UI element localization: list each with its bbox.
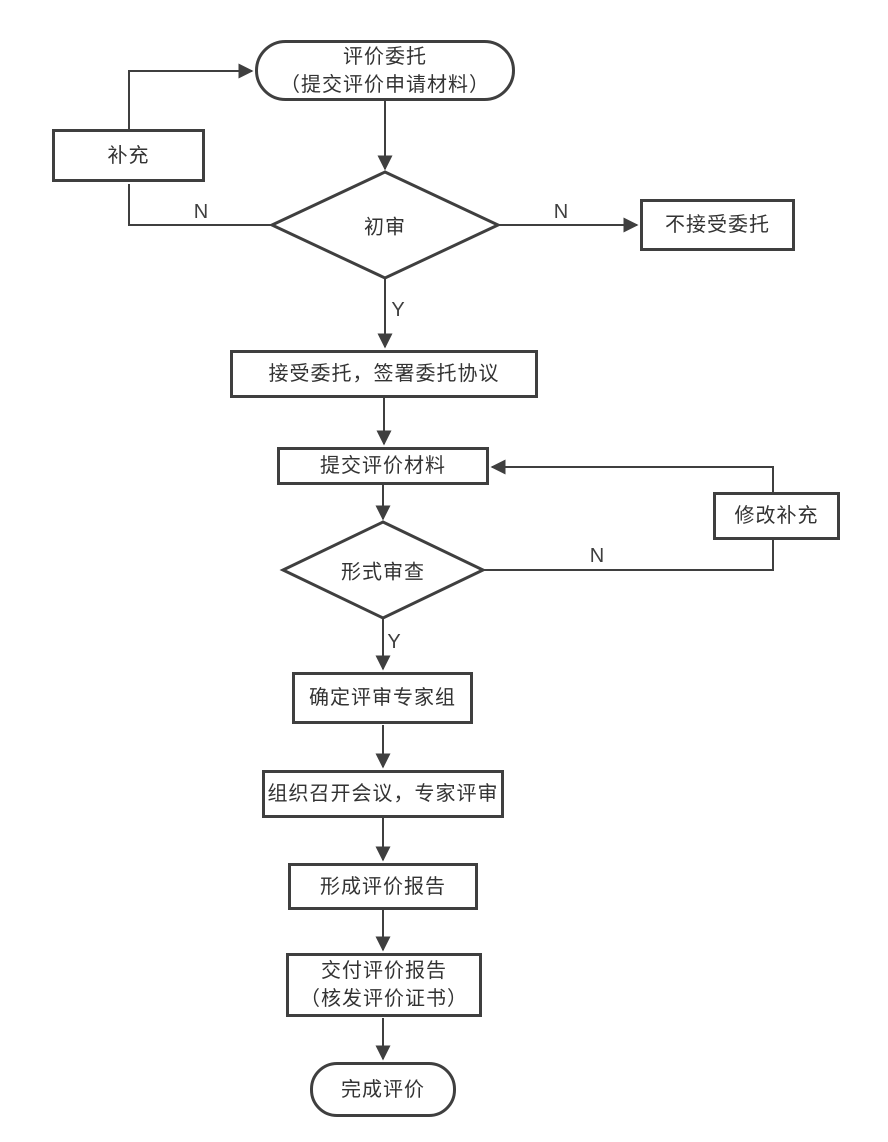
node-review-meeting-label: 组织召开会议，专家评审 — [267, 783, 499, 805]
node-expert-panel: 确定评审专家组 — [292, 672, 473, 724]
node-form-report: 形成评价报告 — [288, 863, 478, 910]
node-deliver-report: 交付评价报告 （核发评价证书） — [286, 953, 482, 1017]
node-start-line1: 评价委托 — [343, 45, 427, 68]
node-reject-label: 不接受委托 — [665, 214, 770, 236]
node-expert-panel-label: 确定评审专家组 — [309, 687, 456, 709]
edge-label-initial-review-no-left: N — [193, 201, 209, 223]
node-submit-materials-label: 提交评价材料 — [320, 455, 446, 477]
node-initial-review-label: 初审 — [364, 216, 406, 239]
node-start-line2: （提交评价申请材料） — [280, 73, 490, 96]
node-accept-label: 接受委托，签署委托协议 — [268, 363, 500, 385]
edge-label-formal-review-no: N — [589, 545, 605, 567]
node-formal-review-shape — [279, 520, 487, 620]
node-submit-materials: 提交评价材料 — [277, 447, 489, 485]
node-deliver-report-line2: （核发评价证书） — [300, 988, 468, 1010]
node-formal-review-label: 形式审查 — [341, 561, 425, 584]
node-deliver-report-line1: 交付评价报告 — [321, 960, 447, 982]
node-supplement-label: 补充 — [107, 144, 150, 167]
node-review-meeting: 组织召开会议，专家评审 — [262, 770, 504, 818]
edge-supplement-to-start — [128, 63, 254, 129]
node-reject: 不接受委托 — [640, 199, 795, 251]
edge-initial-review-to-supplement — [128, 184, 272, 226]
edge-label-initial-review-no-right: N — [553, 201, 569, 223]
node-finish-label: 完成评价 — [341, 1078, 425, 1101]
node-accept: 接受委托，签署委托协议 — [230, 350, 538, 398]
node-revise-supplement-label: 修改补充 — [734, 505, 819, 527]
node-initial-review-shape — [268, 170, 502, 280]
edge-label-initial-review-yes: Y — [391, 299, 405, 321]
node-revise-supplement: 修改补充 — [713, 492, 840, 540]
node-supplement: 补充 — [52, 129, 205, 182]
edge-label-formal-review-yes: Y — [387, 631, 401, 653]
node-start: 评价委托 （提交评价申请材料） — [255, 40, 515, 101]
node-finish: 完成评价 — [310, 1062, 456, 1117]
node-form-report-label: 形成评价报告 — [320, 875, 446, 898]
